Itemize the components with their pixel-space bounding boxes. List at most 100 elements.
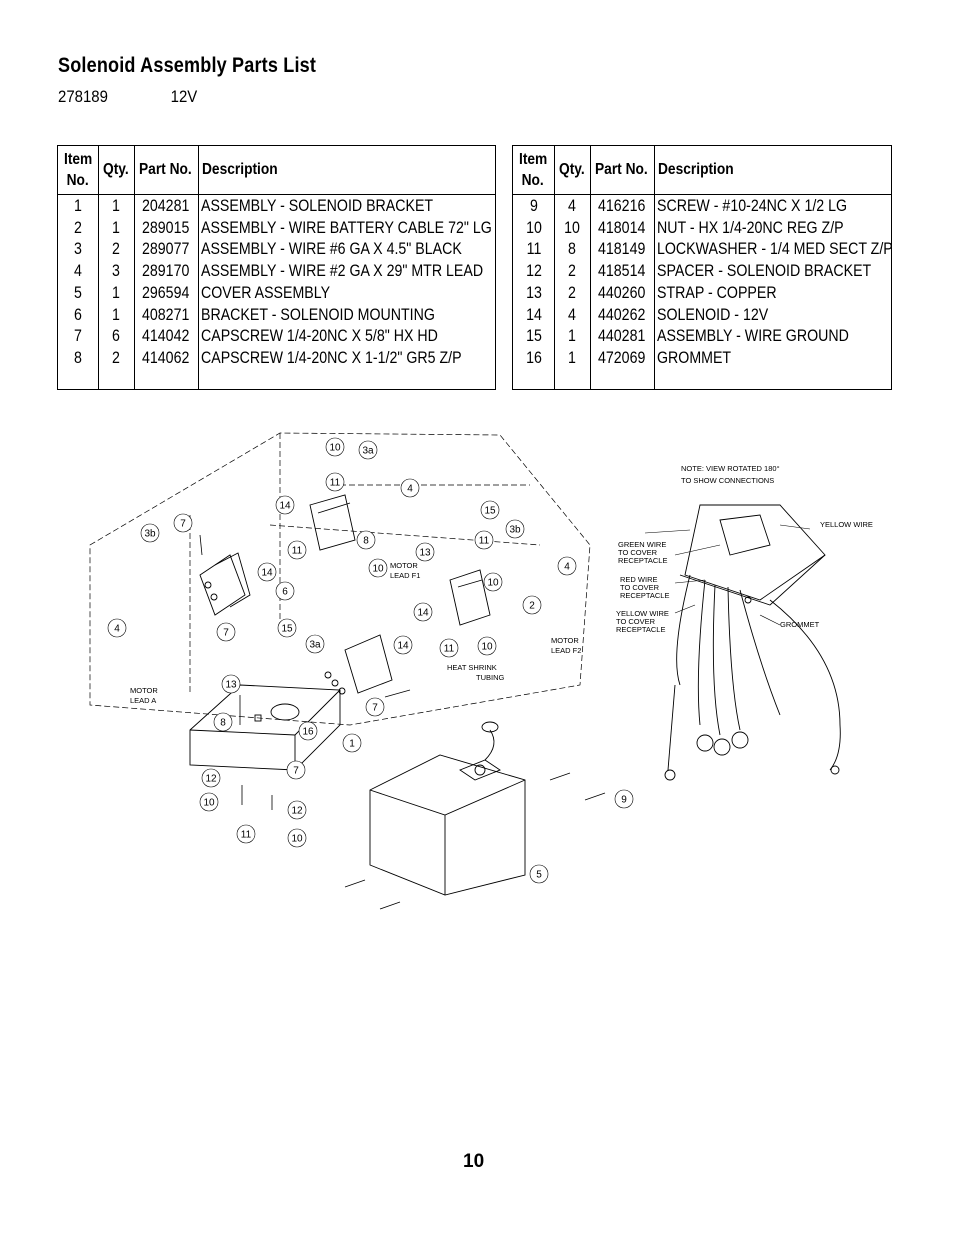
part-no-cell: 440260 xyxy=(598,283,646,302)
qty-cell: 1 xyxy=(112,218,120,237)
solenoid-top xyxy=(309,494,356,551)
column-divider xyxy=(590,146,591,389)
callout-label: 9 xyxy=(621,795,627,806)
solenoid-bracket xyxy=(189,684,341,771)
callout-label: 4 xyxy=(564,562,570,573)
part-callout: 6 xyxy=(275,581,295,601)
qty-cell: 4 xyxy=(568,197,576,215)
note-label: NOTE: VIEW ROTATED 180° xyxy=(681,464,780,473)
description-cell: STRAP - COPPER xyxy=(657,283,777,302)
part-no-cell: 204281 xyxy=(142,197,190,215)
motor-lead-f1-label: MOTOR xyxy=(390,561,418,570)
part-callout: 11 xyxy=(439,638,459,658)
header-part-no: Part No. xyxy=(595,161,648,178)
item-cell: 13 xyxy=(526,283,542,302)
callout-circle xyxy=(287,828,307,848)
qty-cell: 3 xyxy=(112,262,120,281)
callout-circle xyxy=(413,602,433,622)
item-cell: 3 xyxy=(74,240,82,259)
part-callout: 9 xyxy=(614,789,634,809)
part-callout: 14 xyxy=(275,495,295,515)
part-callout: 7 xyxy=(286,760,306,780)
part-no-cell: 289015 xyxy=(142,218,190,237)
part-no-cell: 289077 xyxy=(142,240,190,259)
part-callout: 16 xyxy=(298,721,318,741)
part-callout: 10 xyxy=(199,792,219,812)
description-cell: ASSEMBLY - WIRE #2 GA X 29" MTR LEAD xyxy=(201,262,484,281)
callout-label: 14 xyxy=(417,608,429,619)
part-callout: 4 xyxy=(400,478,420,498)
item-cell: 10 xyxy=(526,218,542,237)
yellow-wire-cover-label: RECEPTACLE xyxy=(616,625,665,634)
callout-circle xyxy=(325,472,345,492)
part-callout: 7 xyxy=(173,513,193,533)
callout-circle xyxy=(305,634,325,654)
qty-cell: 4 xyxy=(568,305,576,324)
callout-circle xyxy=(298,721,318,741)
callout-label: 10 xyxy=(203,798,215,809)
callout-circle xyxy=(474,530,494,550)
callout-circle xyxy=(140,523,160,543)
callout-circle xyxy=(483,572,503,592)
callout-circle xyxy=(358,440,378,460)
part-callout: 1 xyxy=(342,733,362,753)
callout-label: 3b xyxy=(509,525,521,536)
item-cell: 4 xyxy=(74,262,82,281)
qty-cell: 1 xyxy=(568,327,576,346)
part-no-cell: 472069 xyxy=(598,348,646,367)
callout-circle xyxy=(614,789,634,809)
description-cell: SPACER - SOLENOID BRACKET xyxy=(657,262,872,281)
callout-circle xyxy=(368,558,388,578)
red-wire-label: TO COVER xyxy=(620,583,660,592)
solenoid-left xyxy=(199,552,251,616)
description-cell: ASSEMBLY - WIRE BATTERY CABLE 72" LG xyxy=(201,218,492,237)
callout-label: 7 xyxy=(372,703,378,714)
callout-label: 11 xyxy=(241,830,252,841)
header-qty: Qty. xyxy=(103,161,129,178)
description-cell: ASSEMBLY - WIRE #6 GA X 4.5" BLACK xyxy=(201,240,462,259)
qty-cell: 1 xyxy=(112,283,120,302)
part-callout: 13 xyxy=(415,542,435,562)
model-number: 278189 xyxy=(58,87,108,106)
description-cell: CAPSCREW 1/4-20NC X 5/8" HX HD xyxy=(201,327,438,346)
part-no-cell: 418514 xyxy=(598,262,646,281)
callout-label: 12 xyxy=(291,806,303,817)
model-line: 278189 12V xyxy=(58,87,197,107)
motor-lead-f2-label: LEAD F2 xyxy=(551,646,581,655)
callout-circle xyxy=(286,760,306,780)
motor-lead-f1-label: LEAD F1 xyxy=(390,571,420,580)
callout-label: 11 xyxy=(292,546,303,557)
item-cell: 6 xyxy=(74,305,82,324)
description-cell: SCREW - #10-24NC X 1/2 LG xyxy=(657,197,848,215)
callout-circle xyxy=(522,595,542,615)
part-callout: 15 xyxy=(480,500,500,520)
callout-label: 10 xyxy=(487,578,499,589)
part-callout: 14 xyxy=(393,635,413,655)
callout-circle xyxy=(275,495,295,515)
callout-label: 1 xyxy=(349,739,355,750)
callout-circle xyxy=(400,478,420,498)
part-callout: 11 xyxy=(325,472,345,492)
part-no-cell: 414042 xyxy=(142,327,190,346)
callout-label: 12 xyxy=(205,774,217,785)
callout-label: 10 xyxy=(329,443,341,454)
part-callout: 8 xyxy=(213,712,233,732)
callout-label: 15 xyxy=(484,506,496,517)
part-callout: 7 xyxy=(216,622,236,642)
callout-circle xyxy=(221,674,241,694)
description-cell: BRACKET - SOLENOID MOUNTING xyxy=(201,305,435,324)
part-no-cell: 296594 xyxy=(142,283,190,302)
red-wire-label: RED WIRE xyxy=(620,575,658,584)
wiring-view xyxy=(664,504,841,781)
page-number: 10 xyxy=(463,1151,485,1172)
